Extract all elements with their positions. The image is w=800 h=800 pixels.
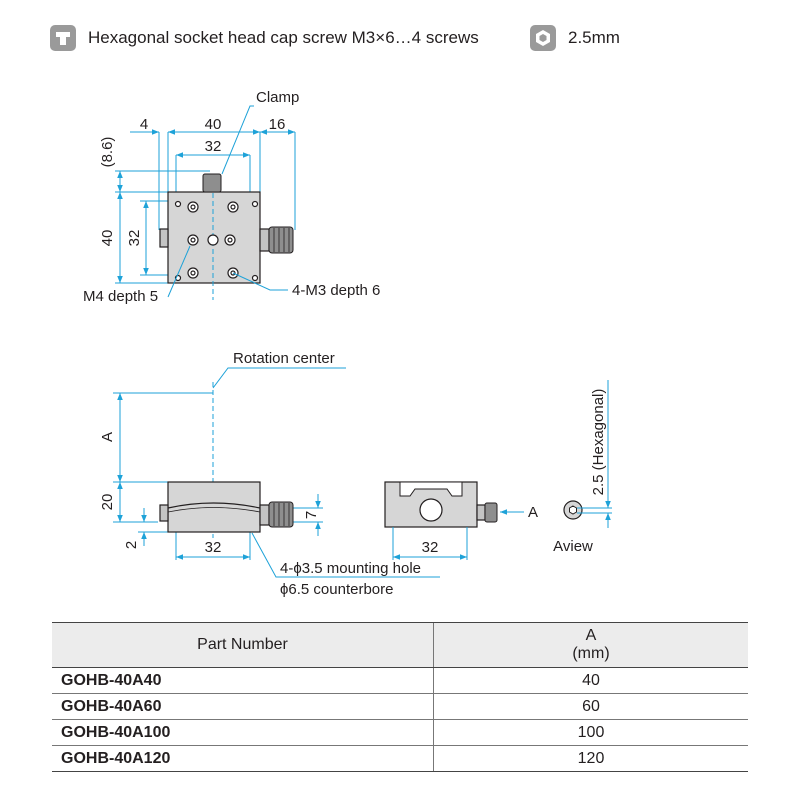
dim-40-left-label: 40 bbox=[99, 230, 116, 247]
unit-header-label: (mm) bbox=[572, 645, 610, 662]
a-value-cell: 120 bbox=[433, 745, 748, 772]
dim-32-side-label: 32 bbox=[205, 539, 222, 556]
a-header-label: A bbox=[585, 627, 597, 644]
m4-depth-label: M4 depth 5 bbox=[83, 288, 158, 305]
center-bore bbox=[419, 498, 443, 522]
view-arrow-a-label: A bbox=[528, 504, 538, 521]
left-stop bbox=[159, 228, 169, 248]
a-view-label: Aview bbox=[553, 538, 593, 555]
a-view: 2.5 (Hexagonal) Aview bbox=[553, 380, 612, 555]
stage-body-side bbox=[167, 481, 261, 533]
mounting-holes-top bbox=[174, 200, 259, 282]
dim-40-top-label: 40 bbox=[205, 116, 222, 133]
mounting-hole-label: 4-ϕ3.5 mounting hole bbox=[280, 560, 421, 577]
clamp-screw bbox=[202, 173, 222, 193]
table-row: GOHB-40A120 120 bbox=[52, 745, 748, 772]
dim-20-label: 20 bbox=[99, 494, 116, 511]
dim-2-label: 2 bbox=[123, 541, 140, 549]
part-number-cell: GOHB-40A120 bbox=[52, 745, 434, 772]
wrench-spec-header: 2.5mm bbox=[530, 22, 620, 54]
dim-32-top-label: 32 bbox=[205, 138, 222, 155]
adjustment-knob-top bbox=[268, 226, 294, 254]
dim-7-label: 7 bbox=[303, 511, 320, 519]
table-row: GOHB-40A40 40 bbox=[52, 667, 748, 694]
technical-drawing: Clamp 4 40 16 32 (8.6) 40 32 M4 depth 5 … bbox=[83, 89, 612, 598]
side-view: Rotation center A 20 2 7 32 4-ϕ3.5 mount… bbox=[99, 350, 440, 598]
dim-a-label: A bbox=[99, 432, 116, 442]
dim-32-front-label: 32 bbox=[422, 539, 439, 556]
counterbore-label: ϕ6.5 counterbore bbox=[280, 581, 393, 598]
part-number-cell: GOHB-40A40 bbox=[52, 667, 434, 694]
table-header-row: Part Number A (mm) bbox=[52, 622, 748, 668]
dim-8-6-label: (8.6) bbox=[99, 137, 116, 168]
hex-size-label: 2.5 (Hexagonal) bbox=[590, 389, 607, 496]
screw-spec-text: Hexagonal socket head cap screw M3×6…4 s… bbox=[88, 28, 479, 47]
dim-16-label: 16 bbox=[269, 116, 286, 133]
rotation-center-label: Rotation center bbox=[233, 350, 335, 367]
part-number-cell: GOHB-40A60 bbox=[52, 693, 434, 720]
a-mm-header: A (mm) bbox=[433, 622, 748, 668]
front-view: 32 A bbox=[384, 481, 538, 560]
screw-spec-header: Hexagonal socket head cap screw M3×6…4 s… bbox=[50, 22, 479, 54]
part-number-header: Part Number bbox=[52, 622, 434, 668]
dim-4-label: 4 bbox=[140, 116, 148, 133]
a-value-cell: 60 bbox=[433, 693, 748, 720]
top-view: Clamp 4 40 16 32 (8.6) 40 32 M4 depth 5 … bbox=[83, 89, 380, 305]
adjustment-knob-side bbox=[268, 501, 294, 528]
hex-key-icon bbox=[530, 25, 556, 51]
part-number-table: Part Number A (mm) GOHB-40A40 40 GOHB-40… bbox=[52, 622, 748, 772]
part-number-cell: GOHB-40A100 bbox=[52, 719, 434, 746]
a-value-cell: 40 bbox=[433, 667, 748, 694]
socket-screw-icon bbox=[50, 25, 76, 51]
table-row: GOHB-40A100 100 bbox=[52, 719, 748, 746]
dim-32-left-label: 32 bbox=[126, 230, 143, 247]
wrench-size-text: 2.5mm bbox=[568, 28, 620, 47]
m3-depth-label: 4-M3 depth 6 bbox=[292, 282, 380, 299]
clamp-label: Clamp bbox=[256, 89, 299, 106]
a-value-cell: 100 bbox=[433, 719, 748, 746]
table-row: GOHB-40A60 60 bbox=[52, 693, 748, 720]
